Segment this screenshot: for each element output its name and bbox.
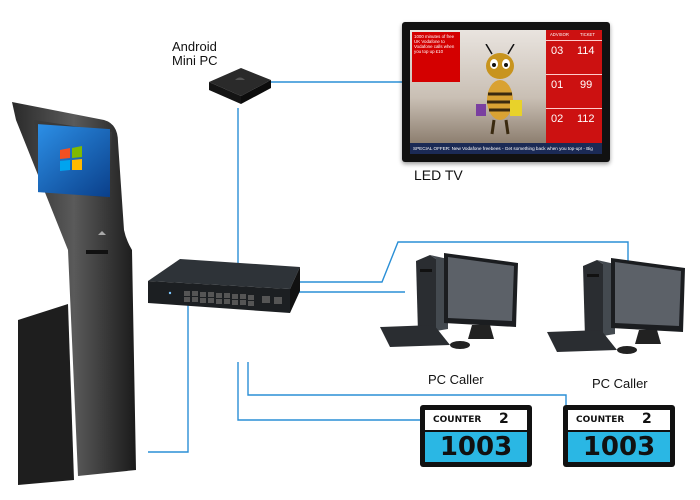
tv-ticker: SPECIAL OFFER: New Vodafone freebees - G… [410,143,602,154]
board-row: 01 99 [546,74,602,97]
wire-switch-pcs [298,241,629,283]
tv-screen: 1000 minutes of free UK Vodafone to Voda… [410,30,602,154]
android-mini-pc [209,68,271,104]
led-tv-label: LED TV [414,167,463,183]
counter-display-1: COUNTER 2 1003 [420,405,532,467]
pc-caller-2-label: PC Caller [592,376,648,391]
counter-ticket: 1003 [582,432,656,462]
ticket-board: ADVISOR TICKET 03 114 01 99 02 112 [546,30,602,143]
counter-ticket: 1003 [439,432,513,462]
counter-label: COUNTER [576,415,625,425]
pc-caller-1-label: PC Caller [428,372,484,387]
board-row: 02 112 [546,108,602,131]
counter-number: 2 [642,411,652,427]
header-advisor: ADVISOR [550,32,569,37]
advert-text: 1000 minutes of free UK Vodafone to Voda… [412,32,460,82]
wire-switch-counter1 [237,362,420,421]
kiosk-terminal [12,102,136,485]
windows-logo-icon [60,146,82,171]
android-logo-icon [235,77,245,80]
wire-switch-counter2 [247,362,567,405]
counter-label: COUNTER [433,415,482,425]
counter-number: 2 [499,411,509,427]
counter-display-2: COUNTER 2 1003 [563,405,675,467]
network-switch [148,259,300,313]
pc-caller-1 [380,253,518,349]
pc-caller-2 [547,258,685,354]
led-tv: 1000 minutes of free UK Vodafone to Voda… [402,22,610,162]
android-pc-label: Android Mini PC [172,39,218,68]
tv-advert: 1000 minutes of free UK Vodafone to Voda… [410,30,546,143]
wire-switch-kiosk [148,300,189,453]
bee-mascot-icon [476,44,522,135]
board-row: 03 114 [546,40,602,63]
header-ticket: TICKET [580,32,595,37]
